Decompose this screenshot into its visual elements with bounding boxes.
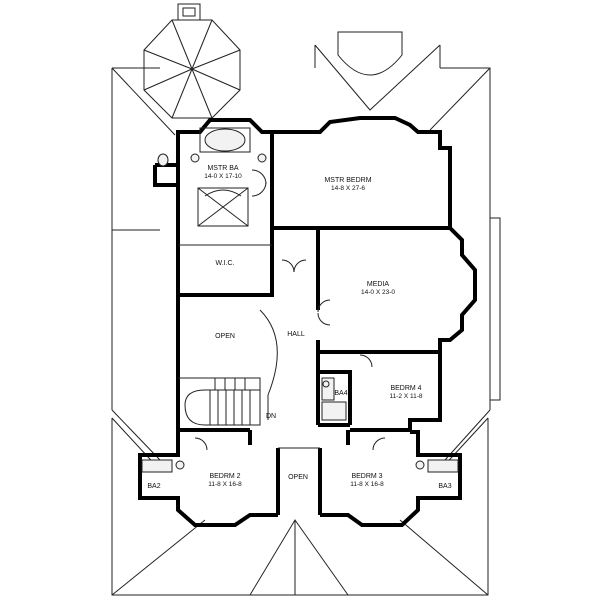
room-label-mstr-ba: MSTR BA bbox=[207, 165, 238, 172]
room-label-open-lower: OPEN bbox=[288, 474, 308, 481]
room-label-mstr-bedrm: MSTR BEDRM bbox=[324, 177, 371, 184]
room-label-bedrm3: BEDRM 3 bbox=[351, 473, 382, 480]
dims-bedrm4: 11-2 X 11-8 bbox=[389, 393, 422, 400]
room-label-ba4: BA4 bbox=[334, 390, 347, 397]
room-label-open-upper: OPEN bbox=[215, 333, 235, 340]
dims-mstr-ba: 14-0 X 17-10 bbox=[204, 173, 242, 180]
dormer-roof bbox=[337, 31, 403, 76]
dims-media: 14-0 X 23-0 bbox=[361, 289, 395, 296]
room-label-media: MEDIA bbox=[367, 281, 390, 288]
room-label-ba3: BA3 bbox=[438, 483, 451, 490]
dims-mstr-bedrm: 14-8 X 27-6 bbox=[331, 185, 365, 192]
dims-bedrm2: 11-8 X 16-8 bbox=[208, 481, 242, 488]
room-label-wic: W.I.C. bbox=[215, 260, 234, 267]
stair-dn-label: DN bbox=[266, 413, 276, 420]
room-label-bedrm2: BEDRM 2 bbox=[209, 473, 240, 480]
staircase bbox=[178, 309, 278, 426]
turret-roof bbox=[143, 3, 241, 119]
room-label-ba2: BA2 bbox=[147, 483, 160, 490]
dims-bedrm3: 11-8 X 16-8 bbox=[350, 481, 384, 488]
doors bbox=[194, 169, 386, 451]
roof-outline bbox=[111, 44, 501, 596]
fixtures bbox=[141, 127, 459, 473]
walls bbox=[138, 116, 477, 527]
room-label-bedrm4: BEDRM 4 bbox=[390, 385, 421, 392]
room-label-hall: HALL bbox=[287, 331, 305, 338]
